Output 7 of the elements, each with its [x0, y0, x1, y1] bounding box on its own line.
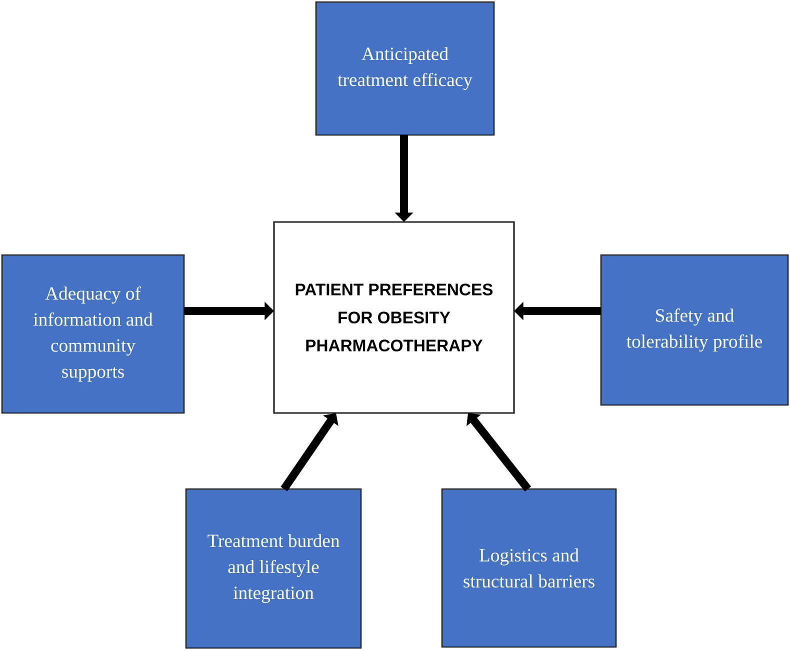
topic-box: PATIENT PREFERENCES FOR OBESITY PHARMACOTHERAPY — [273, 221, 515, 414]
factor-box: Logistics and structural barriers — [441, 488, 617, 648]
arrow — [466, 413, 532, 492]
factor-box: Anticipated treatment efficacy — [315, 1, 495, 136]
factor-box: Treatment burden and lifestyle integration — [185, 488, 362, 649]
factor-box: Safety and tolerability profile — [600, 254, 789, 406]
factor-box: Adequacy of information and community supports — [1, 254, 185, 414]
